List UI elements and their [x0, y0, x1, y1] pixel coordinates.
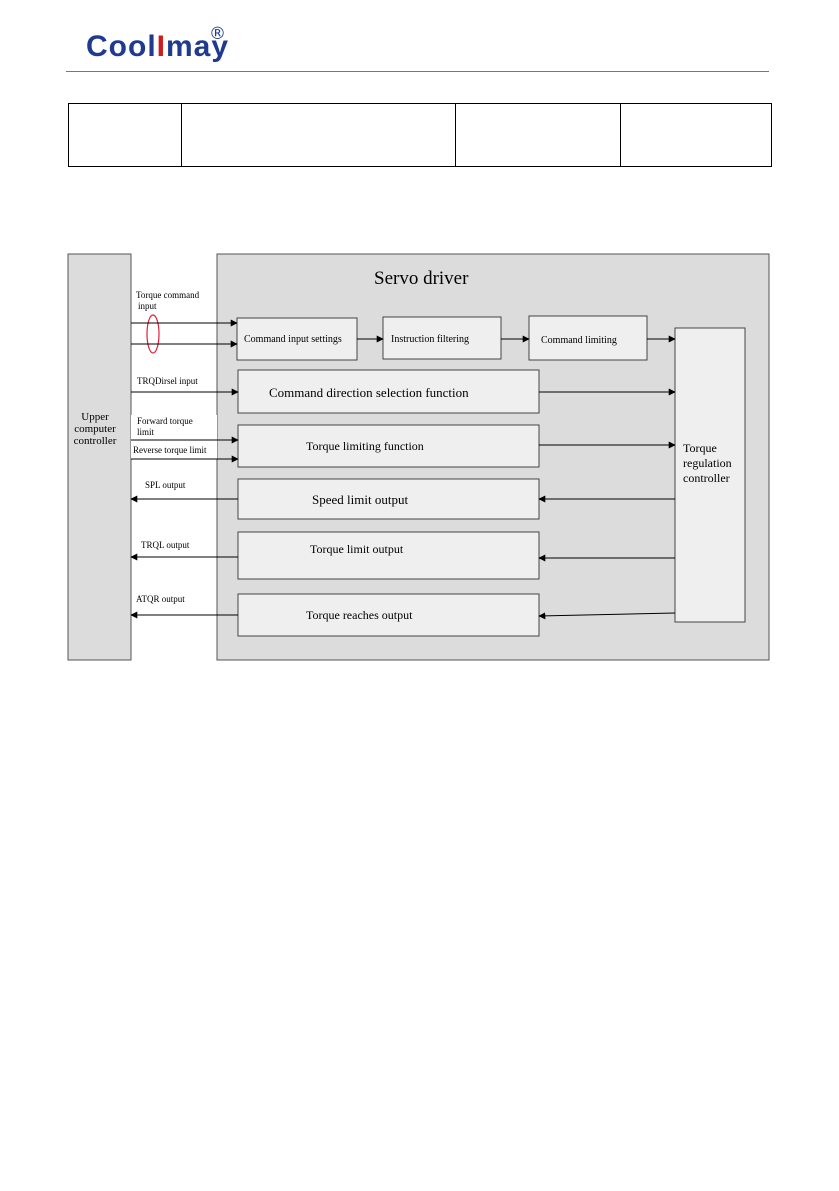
- command-input-settings-block: [236, 317, 358, 361]
- header-rule: [66, 71, 769, 72]
- speed-limit-output-label: Speed limit output: [312, 492, 408, 507]
- logo-text-cool: Cool: [86, 30, 157, 63]
- reverse-torque-limit-label: Reverse torque limit: [133, 445, 207, 455]
- upper-controller-label: Upper computer controller: [74, 411, 117, 447]
- torque-controller-label-line: controller: [683, 471, 730, 485]
- torque-limiting-label: Torque limiting function: [306, 439, 424, 453]
- upper-controller-panel: [67, 253, 132, 661]
- registered-mark: ®: [209, 24, 226, 44]
- instruction-filtering-block: [382, 316, 502, 360]
- upper-controller-label-line: computer: [74, 423, 116, 435]
- table-cell: [68, 103, 182, 167]
- torque-reaches-output-block: [237, 593, 540, 637]
- upper-controller-label-line: controller: [74, 435, 117, 447]
- table-cell: [181, 103, 456, 167]
- torque-limiting-block: [237, 424, 540, 468]
- torque-controller-label-line: Torque: [683, 441, 717, 455]
- forward-torque-limit-label-line2: limit: [137, 427, 155, 437]
- trql-output-label: TRQL output: [141, 540, 190, 550]
- spl-output-label: SPL output: [145, 480, 186, 490]
- table-cell: [620, 103, 772, 167]
- instruction-filtering-label: Instruction filtering: [391, 334, 469, 345]
- servo-driver-title: Servo driver: [374, 268, 469, 289]
- table-row: [68, 103, 772, 167]
- command-direction-label: Command direction selection function: [269, 385, 469, 400]
- torque-command-label-line2: input: [138, 301, 157, 311]
- forward-reverse-label-bg: [131, 415, 217, 459]
- logo-text-may: may: [166, 30, 230, 63]
- command-direction-block: [237, 369, 540, 414]
- logo-text-i: I: [156, 30, 166, 63]
- command-limiting-label: Command limiting: [541, 335, 617, 346]
- top-table: [68, 103, 772, 167]
- controller-to-torque-reaches-arrow: [538, 612, 676, 620]
- torque-command-label: Torque command: [136, 290, 200, 300]
- upper-controller-label-line: Upper: [81, 411, 109, 423]
- torque-reaches-output-label: Torque reaches output: [306, 608, 413, 622]
- torque-regulation-controller-label: Torque regulation controller: [683, 441, 732, 485]
- forward-torque-limit-label: Forward torque: [137, 416, 193, 426]
- trqdirsel-label: TRQDirsel input: [137, 376, 198, 386]
- torque-regulation-controller-block: [674, 327, 746, 623]
- torque-controller-label-line: regulation: [683, 456, 732, 470]
- coolmay-logo: CoolImay: [86, 30, 229, 64]
- torque-limit-output-label: Torque limit output: [310, 542, 404, 556]
- torque-limit-output-block: [237, 531, 540, 580]
- atqr-output-label: ATQR output: [136, 594, 185, 604]
- torque-command-bundle-marker: [146, 314, 160, 354]
- command-input-settings-label: Command input settings: [244, 334, 342, 345]
